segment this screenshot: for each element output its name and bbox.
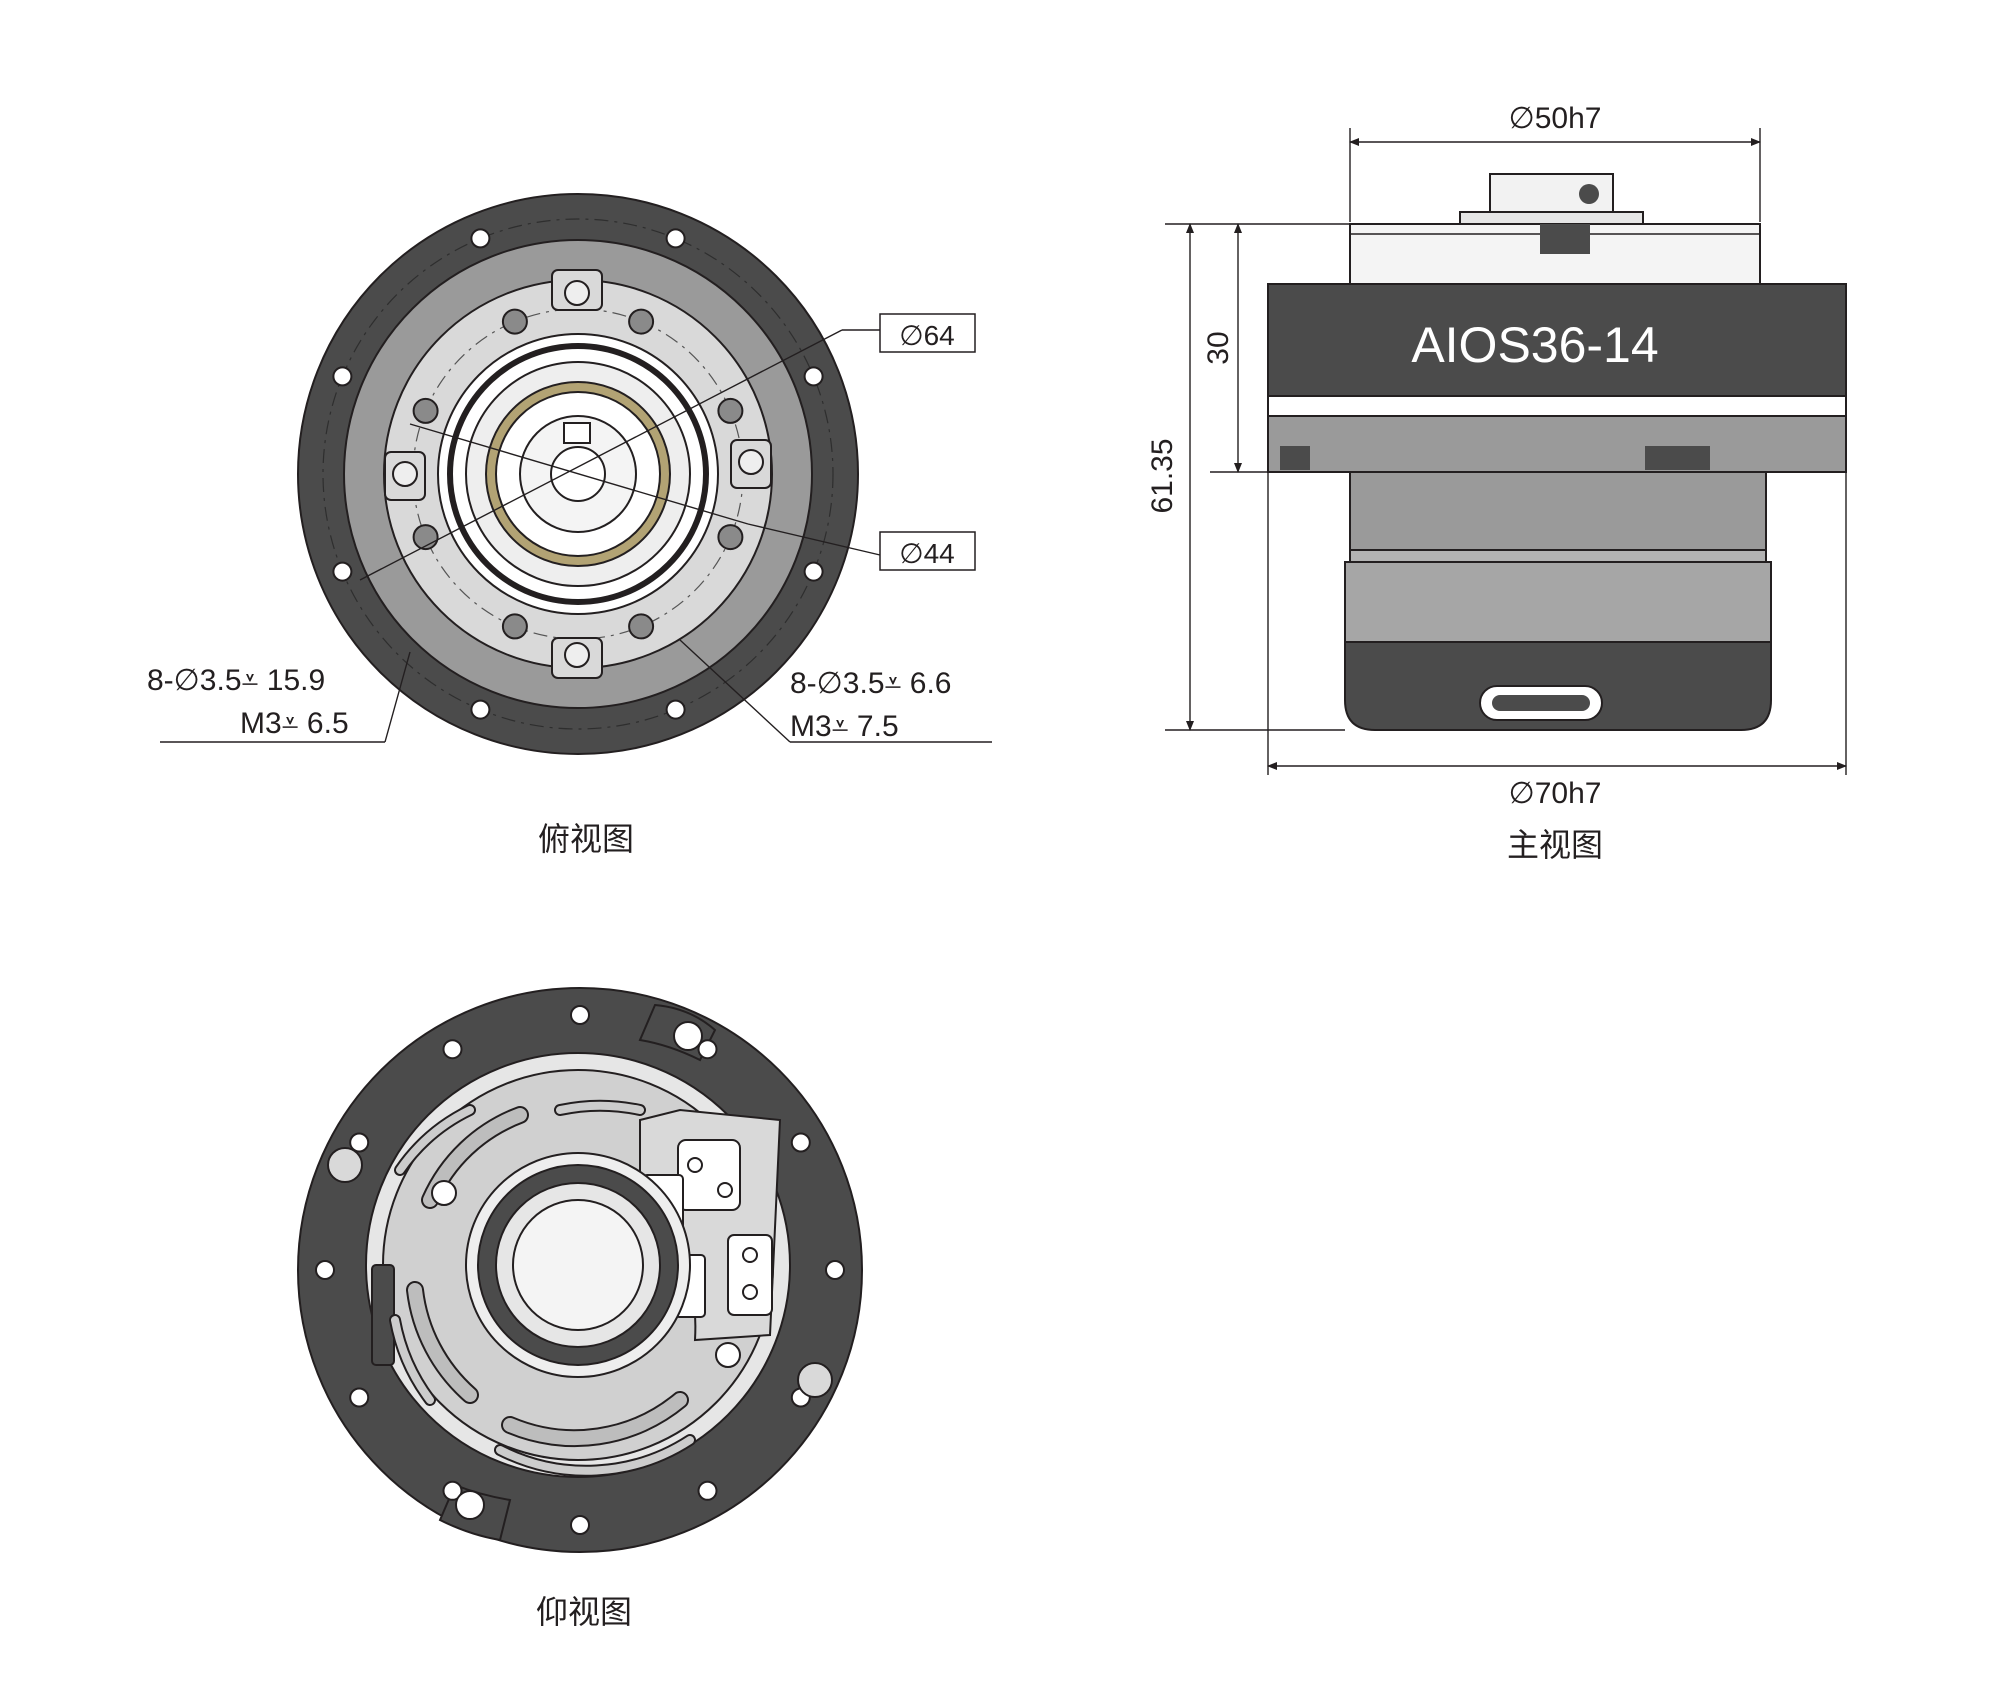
mounting-hole xyxy=(315,1260,335,1280)
hex-screw-icon xyxy=(564,280,590,306)
front-body-upper xyxy=(1349,471,1767,551)
mounting-hole xyxy=(332,366,353,387)
mounting-hole xyxy=(570,1515,590,1535)
note-right-line1: 8-∅3.5⩡ 6.6 xyxy=(790,667,951,700)
inner-bolt-hole xyxy=(717,397,744,424)
mounting-hole xyxy=(570,1005,590,1025)
mounting-hole xyxy=(349,1387,370,1408)
mounting-hole xyxy=(470,699,491,720)
caption-top-view: 俯视图 xyxy=(538,820,634,858)
inner-bolt-hole xyxy=(501,308,528,335)
top-view: ∅64 ∅44 8-∅3.5⩡ 15.9 M3⩡ 6.5 8-∅3.5⩡ 6.6… xyxy=(147,193,992,858)
hex-screw-icon xyxy=(564,642,590,668)
front-view: AIOS36-14 ∅50h7 ∅70h7 30 61.35 主视图 xyxy=(1146,102,1847,864)
hex-screw-icon xyxy=(738,449,764,475)
hex-screw-icon xyxy=(715,1342,741,1368)
dim-diameter-70h7: ∅70h7 xyxy=(1509,777,1602,810)
hex-screw-icon xyxy=(431,1180,457,1206)
mounting-hole xyxy=(442,1039,463,1060)
dim-height-61-35: 61.35 xyxy=(1146,438,1179,513)
front-body-mid xyxy=(1344,561,1772,643)
dim-height-30: 30 xyxy=(1202,331,1235,364)
mounting-hole xyxy=(803,561,824,582)
top-outer-bolt-holes xyxy=(332,228,824,720)
mounting-hole xyxy=(665,228,686,249)
mounting-hole xyxy=(470,228,491,249)
note-right-line2: M3⩡ 7.5 xyxy=(790,710,899,743)
inner-bolt-hole xyxy=(628,613,655,640)
dim-diameter-64: ∅64 xyxy=(899,320,955,351)
top-screw-pads xyxy=(384,269,772,679)
caption-bottom-view: 仰视图 xyxy=(536,1593,632,1631)
connector-icon xyxy=(677,1139,741,1211)
hex-screw-icon xyxy=(673,1021,703,1051)
inner-bolt-hole xyxy=(628,308,655,335)
inner-bolt-hole xyxy=(717,524,744,551)
hex-screw-icon xyxy=(327,1147,363,1183)
bottom-outer-holes xyxy=(315,1005,845,1535)
mounting-hole xyxy=(803,366,824,387)
note-left-line2: M3⩡ 6.5 xyxy=(240,707,349,740)
mounting-hole xyxy=(697,1039,718,1060)
bottom-hex-screws xyxy=(327,1021,833,1520)
mounting-hole xyxy=(442,1480,463,1501)
bottom-view: 仰视图 xyxy=(297,987,863,1631)
caption-front-view: 主视图 xyxy=(1507,826,1603,864)
connector-icon xyxy=(727,1234,773,1316)
mounting-hole xyxy=(332,561,353,582)
hex-screw-icon xyxy=(455,1490,485,1520)
mounting-hole xyxy=(790,1132,811,1153)
mounting-hole xyxy=(825,1260,845,1280)
set-screw-icon xyxy=(1579,184,1599,204)
inner-bolt-hole xyxy=(501,613,528,640)
dim-diameter-44: ∅44 xyxy=(899,538,955,569)
note-left-line1: 8-∅3.5⩡ 15.9 xyxy=(147,664,325,697)
mounting-hole xyxy=(665,699,686,720)
mounting-hole xyxy=(697,1480,718,1501)
dim-diameter-50h7: ∅50h7 xyxy=(1509,102,1602,135)
hex-screw-icon xyxy=(797,1362,833,1398)
front-label-housing xyxy=(1267,283,1847,397)
hex-screw-icon xyxy=(392,461,418,487)
mounting-hole xyxy=(349,1132,370,1153)
model-label: AIOS36-14 xyxy=(1411,317,1658,373)
inner-bolt-hole xyxy=(412,397,439,424)
top-inner-bolt-holes xyxy=(412,308,744,640)
